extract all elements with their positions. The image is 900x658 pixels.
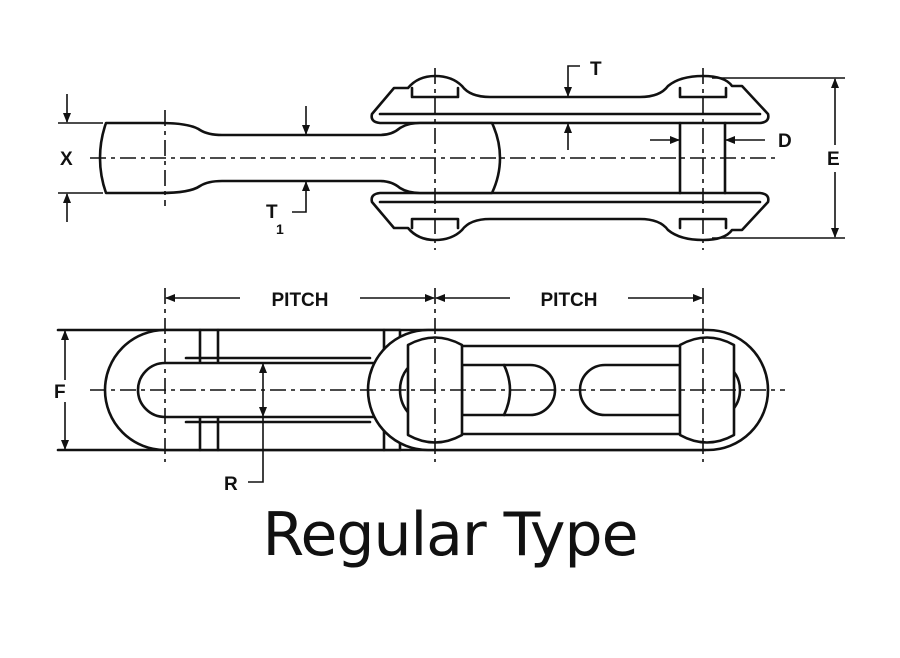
diagram-caption: Regular Type [262,500,638,570]
t1-label-subscript: 1 [276,221,284,237]
bushing [184,356,372,424]
x-label: X [60,149,73,170]
pitch-label-right: PITCH [541,290,598,311]
e-label: E [827,149,840,170]
d-label: D [778,131,792,152]
pin-head [678,86,728,99]
middle-slot [460,363,557,417]
t-label: T [590,59,602,80]
pitch-label-left: PITCH [272,290,329,311]
r-label: R [224,474,238,495]
t-leader [564,65,580,97]
t1-label: T [266,202,278,223]
pin-barrel [678,336,736,444]
bottom-view: PITCH PITCH F R [54,288,785,495]
pin-head [410,86,460,99]
f-label: F [54,382,66,403]
lower-side-plate [370,191,770,242]
t1-leader [292,181,310,213]
r-leader [248,416,264,483]
top-view: X T 1 T D E [58,59,845,250]
upper-side-plate [370,74,770,125]
